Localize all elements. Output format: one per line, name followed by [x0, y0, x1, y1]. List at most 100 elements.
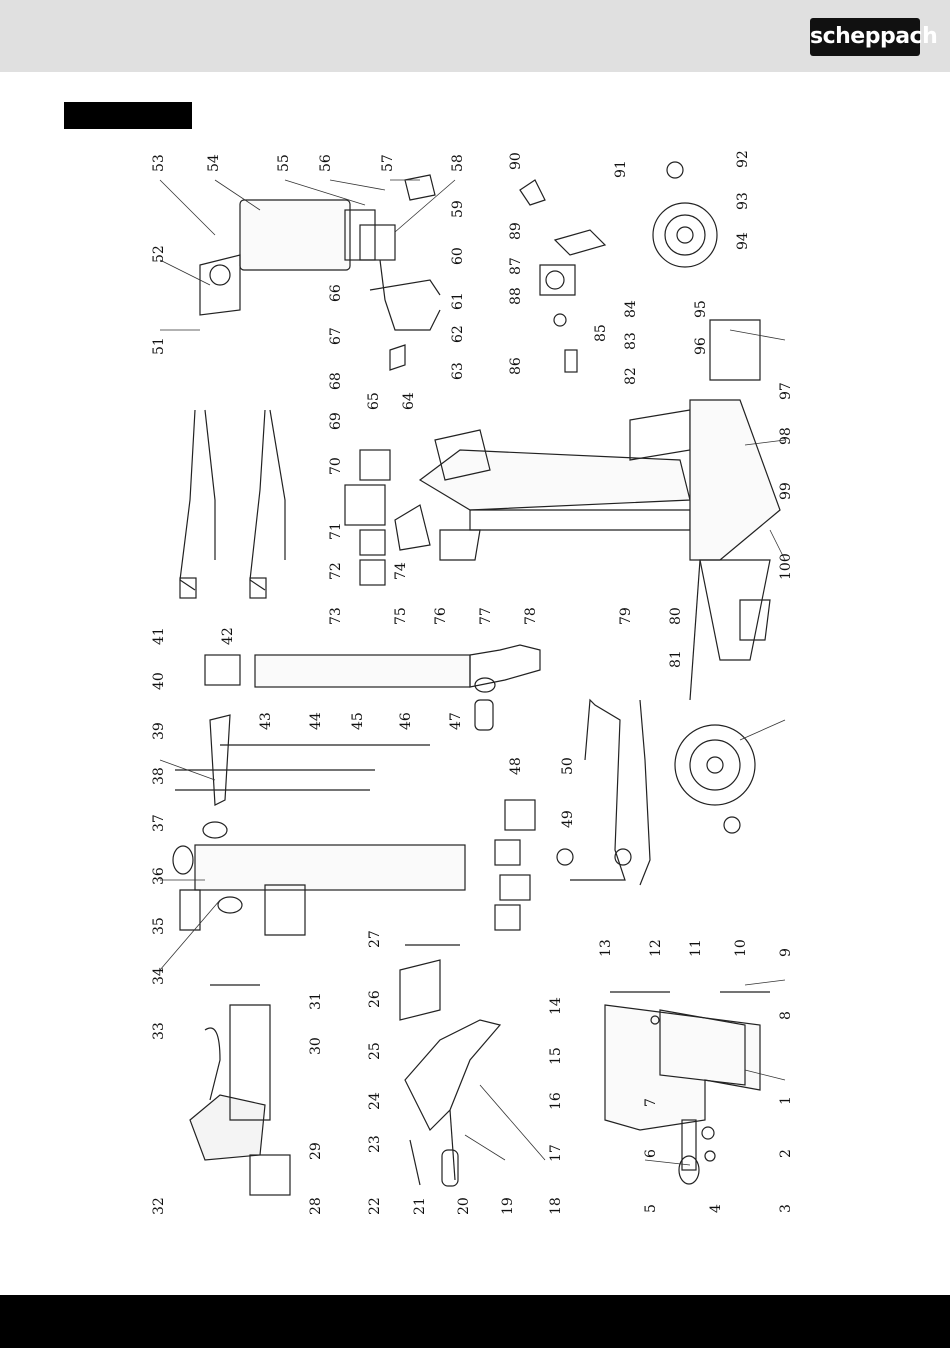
- callout-1: 1: [778, 1096, 794, 1105]
- callout-90: 90: [508, 152, 524, 170]
- callout-43: 43: [258, 712, 274, 730]
- callout-48: 48: [508, 757, 524, 775]
- callout-97: 97: [778, 382, 794, 400]
- callout-42: 42: [220, 627, 236, 645]
- motor-drawing: [199, 174, 441, 371]
- callout-63: 63: [450, 362, 466, 380]
- header-bar: [0, 0, 950, 72]
- callout-17: 17: [548, 1144, 564, 1162]
- callout-59: 59: [450, 200, 466, 218]
- callout-51: 51: [151, 337, 167, 355]
- callout-76: 76: [433, 607, 449, 625]
- callout-87: 87: [508, 257, 524, 275]
- callout-69: 69: [328, 412, 344, 430]
- callout-18: 18: [548, 1197, 564, 1215]
- callout-19: 19: [500, 1197, 516, 1215]
- callout-94: 94: [735, 232, 751, 250]
- callout-26: 26: [367, 990, 383, 1008]
- callout-82: 82: [623, 367, 639, 385]
- parts-drawing: [159, 161, 786, 1196]
- upper-handles-drawing: [179, 409, 286, 599]
- callout-74: 74: [393, 562, 409, 580]
- cylinder-drawing: [204, 644, 541, 806]
- callout-99: 99: [778, 482, 794, 500]
- callout-6: 6: [643, 1149, 659, 1158]
- callout-91: 91: [613, 160, 629, 178]
- callout-100: 100: [778, 553, 794, 580]
- callout-47: 47: [448, 712, 464, 730]
- callout-55: 55: [276, 154, 292, 172]
- callout-41: 41: [151, 627, 167, 645]
- callout-12: 12: [648, 939, 664, 957]
- column-drawing: [172, 769, 466, 936]
- callout-23: 23: [367, 1135, 383, 1153]
- section-tab: [64, 102, 192, 129]
- callout-46: 46: [398, 712, 414, 730]
- push-plate-drawing: [189, 944, 502, 1196]
- callout-62: 62: [450, 325, 466, 343]
- callout-5: 5: [643, 1204, 659, 1213]
- callout-50: 50: [560, 757, 576, 775]
- callout-54: 54: [206, 154, 222, 172]
- callout-85: 85: [593, 324, 609, 342]
- wheel-lower-drawing: [674, 724, 756, 834]
- callout-88: 88: [508, 287, 524, 305]
- callout-32: 32: [151, 1197, 167, 1215]
- callout-57: 57: [380, 154, 396, 172]
- callout-53: 53: [151, 154, 167, 172]
- callout-38: 38: [151, 767, 167, 785]
- callout-30: 30: [308, 1037, 324, 1055]
- callout-33: 33: [151, 1022, 167, 1040]
- callout-81: 81: [668, 650, 684, 668]
- callout-58: 58: [450, 154, 466, 172]
- callout-31: 31: [308, 992, 324, 1010]
- callout-28: 28: [308, 1197, 324, 1215]
- callout-78: 78: [523, 607, 539, 625]
- callout-labels: 1 2 3 4 5 6 7 8 9 10 11 12 13 14 15 16 1…: [151, 150, 794, 1215]
- callout-96: 96: [693, 337, 709, 355]
- callout-52: 52: [151, 245, 167, 263]
- callout-89: 89: [508, 222, 524, 240]
- callout-7: 7: [643, 1098, 659, 1107]
- callout-27: 27: [367, 930, 383, 948]
- lower-handles-drawing: [494, 698, 651, 931]
- footer-bar: [0, 1295, 950, 1348]
- callout-22: 22: [367, 1197, 383, 1215]
- callout-29: 29: [308, 1142, 324, 1160]
- callout-70: 70: [328, 457, 344, 475]
- callout-60: 60: [450, 247, 466, 265]
- callout-56: 56: [318, 154, 334, 172]
- callout-49: 49: [560, 810, 576, 828]
- callout-77: 77: [478, 607, 494, 625]
- callout-67: 67: [328, 327, 344, 345]
- frame-drawing: [344, 409, 691, 586]
- callout-66: 66: [328, 284, 344, 302]
- callout-44: 44: [308, 712, 324, 730]
- callout-35: 35: [151, 917, 167, 935]
- base-plate-drawing: [604, 991, 770, 1185]
- callout-64: 64: [401, 392, 417, 410]
- valve-drawing: [519, 179, 607, 373]
- cradle-drawing: [689, 319, 781, 701]
- callout-14: 14: [548, 997, 564, 1015]
- callout-45: 45: [350, 712, 366, 730]
- callout-68: 68: [328, 372, 344, 390]
- callout-24: 24: [367, 1092, 383, 1110]
- callout-61: 61: [450, 292, 466, 310]
- leader-lines: [159, 179, 786, 1166]
- callout-21: 21: [412, 1197, 428, 1215]
- wheel-upper-drawing: [652, 161, 718, 268]
- callout-13: 13: [598, 939, 614, 957]
- scheppach-logo: scheppach: [810, 18, 938, 56]
- callout-4: 4: [708, 1204, 724, 1213]
- callout-92: 92: [735, 150, 751, 168]
- callout-75: 75: [393, 607, 409, 625]
- callout-15: 15: [548, 1047, 564, 1065]
- callout-39: 39: [151, 722, 167, 740]
- callout-16: 16: [548, 1092, 564, 1110]
- callout-40: 40: [151, 672, 167, 690]
- callout-73: 73: [328, 607, 344, 625]
- callout-37: 37: [151, 814, 167, 832]
- callout-95: 95: [693, 300, 709, 318]
